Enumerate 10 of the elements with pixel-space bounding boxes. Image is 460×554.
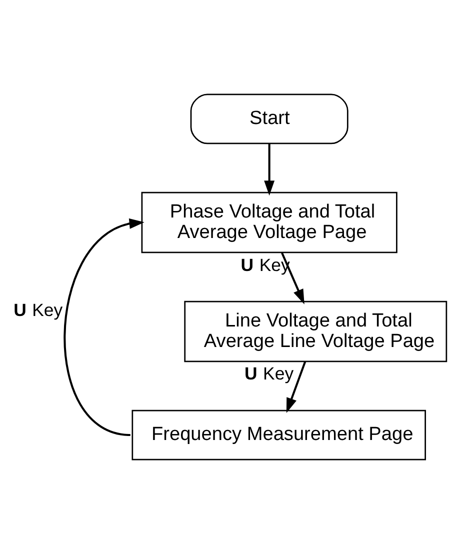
- node-box: Start: [190, 94, 348, 144]
- arrow: [64, 218, 144, 436]
- arrow: [281, 252, 304, 304]
- edge-label: U Key: [244, 364, 294, 384]
- node-box: Line Voltage and Total Average Line Voltage Page: [184, 300, 448, 362]
- arrow: [286, 361, 306, 413]
- node-box: Phase Voltage and Total Average Voltage Page: [141, 192, 398, 254]
- edge-label: U Key: [14, 300, 63, 320]
- arrow: [264, 144, 275, 196]
- node-box: Frequency Measurement Page: [132, 410, 426, 460]
